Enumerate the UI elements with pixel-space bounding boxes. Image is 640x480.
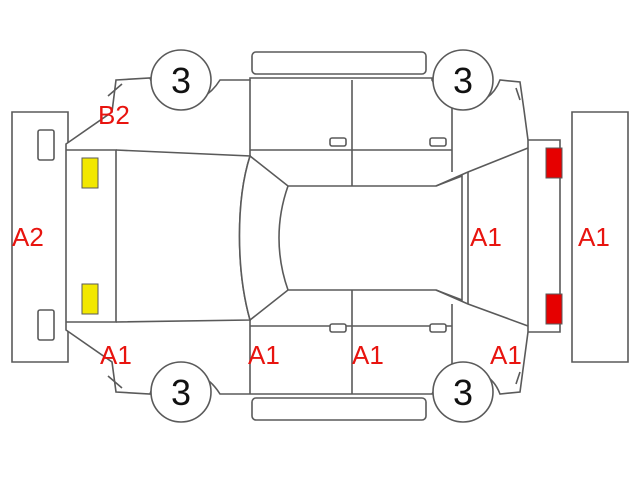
- tire-front-right-label: 3: [453, 372, 473, 413]
- rear-left-lamp: [81, 157, 99, 189]
- damage-code-a1-rear: A1: [100, 340, 132, 370]
- left-side-sill: [251, 51, 427, 75]
- tire-rear-right-label: 3: [171, 372, 191, 413]
- front-right-lamp: [545, 293, 563, 325]
- tire-front-left-label: 3: [453, 60, 473, 101]
- damage-code-a1-front: A1: [490, 340, 522, 370]
- tire-rear-left-label: 3: [171, 60, 191, 101]
- damage-code-a1-front-door: A1: [352, 340, 384, 370]
- damage-code-a1-rear-door: A1: [248, 340, 280, 370]
- front-bumper: [571, 111, 629, 363]
- damage-code-a2: A2: [12, 222, 44, 252]
- tire-rear-left: 3: [150, 49, 212, 111]
- rear-bumper: [11, 111, 69, 363]
- damage-code-a1-windshield: A1: [470, 222, 502, 252]
- tire-rear-right: 3: [150, 361, 212, 423]
- tire-front-left: 3: [432, 49, 494, 111]
- tire-front-right: 3: [432, 361, 494, 423]
- right-side-sill: [251, 397, 427, 421]
- rear-right-lamp: [81, 283, 99, 315]
- front-left-lamp: [545, 147, 563, 179]
- damage-code-a1-bumper: A1: [578, 222, 610, 252]
- damage-code-b2: B2: [98, 100, 130, 130]
